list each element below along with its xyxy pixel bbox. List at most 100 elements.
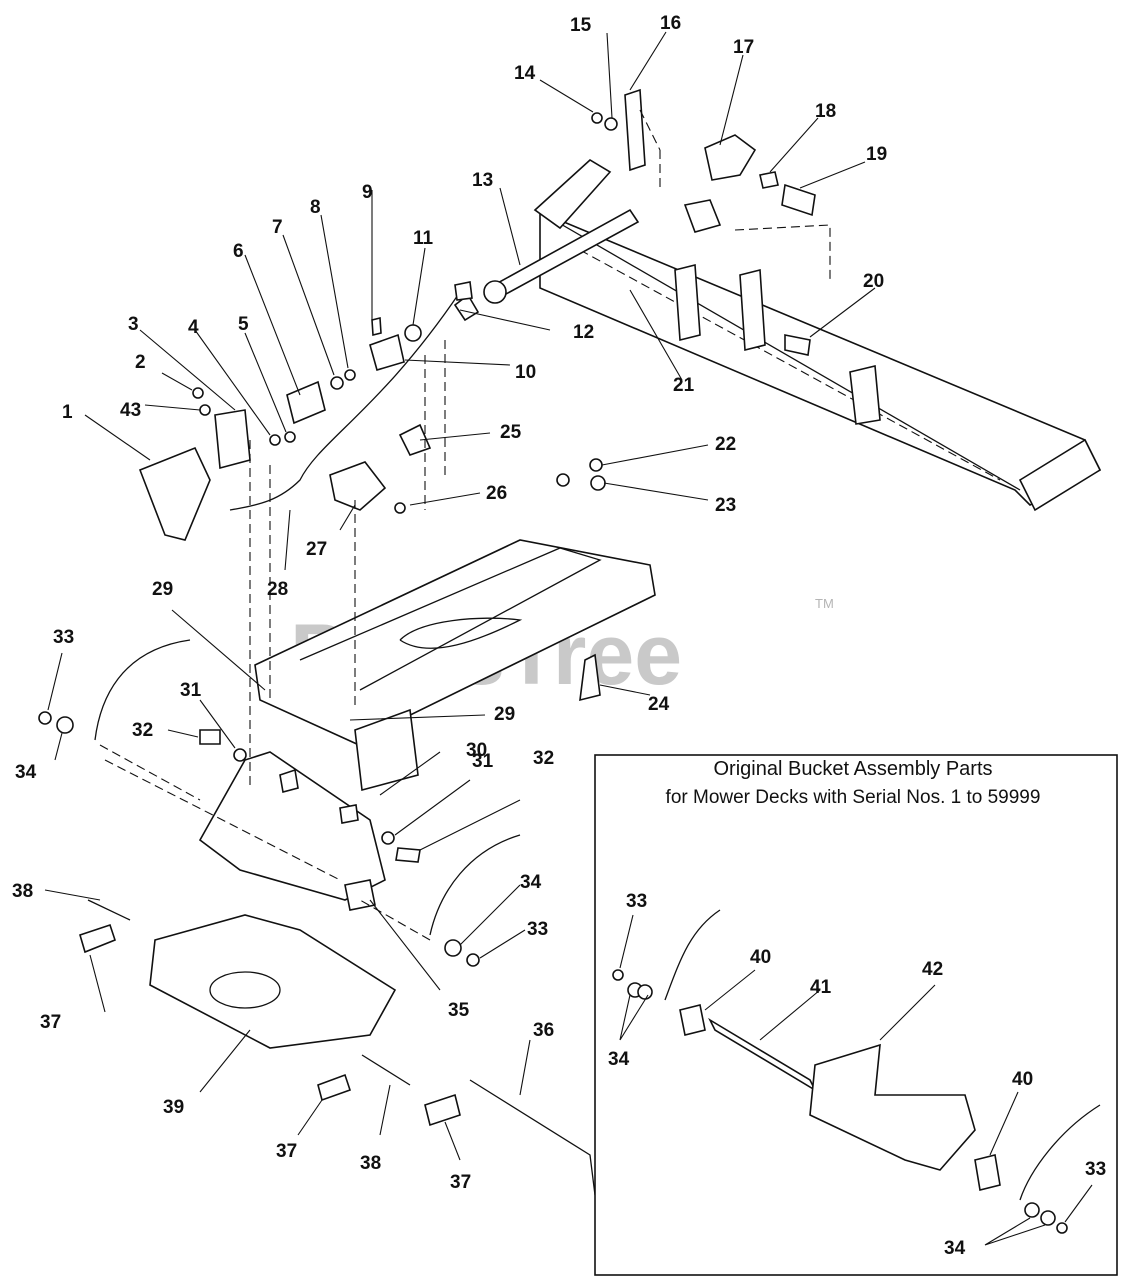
part-34-washer-a (56, 716, 74, 734)
part-11-washer (404, 324, 422, 342)
actuator-assembly (138, 281, 473, 541)
shaft-bracket-2 (739, 268, 766, 352)
callout-11: 11 (413, 228, 434, 249)
shaft-arm-right (1018, 438, 1102, 512)
part-36-rod (469, 1079, 596, 1196)
part-39-bucket (149, 914, 397, 1049)
bucket-bracket (198, 751, 386, 901)
part-21-sleeve (683, 199, 722, 233)
part-27-cover (329, 461, 387, 511)
part-38-pin-a (87, 899, 131, 921)
callout-29-lower: 29 (494, 704, 515, 725)
part-25-clamp (398, 423, 432, 456)
callout-34-inset-b: 34 (944, 1238, 966, 1259)
callout-43: 43 (120, 400, 141, 421)
part-9-pin (371, 316, 382, 337)
part-1-actuator-motor (138, 446, 211, 541)
callout-35: 35 (448, 1000, 470, 1021)
callout-9: 9 (362, 182, 373, 203)
inset-part-33-nut-b (1056, 1222, 1068, 1234)
frame-tab (354, 708, 419, 792)
part-6-coupler (286, 380, 326, 425)
assembly-lines (99, 340, 446, 941)
callout-21: 21 (673, 375, 695, 396)
part-37-clip-a (79, 923, 116, 954)
callout-5: 5 (238, 314, 249, 335)
callout-25: 25 (500, 422, 522, 443)
callout-12: 12 (573, 322, 594, 343)
part-28-wire (229, 291, 461, 511)
part-37-clip-b (317, 1073, 352, 1102)
callout-37-c: 37 (450, 1172, 471, 1193)
callout-7: 7 (272, 217, 283, 238)
inset-part-34-washer-c (1024, 1202, 1040, 1218)
callout-36: 36 (533, 1020, 554, 1041)
callout-40-b: 40 (1012, 1069, 1033, 1090)
part-33-nut-a (38, 711, 52, 725)
shaft-arm-left (533, 159, 612, 230)
callout-34-inset-a: 34 (608, 1049, 630, 1070)
part-2-screw (192, 387, 204, 399)
part-14-nut (591, 112, 603, 124)
callout-37-b: 37 (276, 1141, 297, 1162)
inset-subtitle: for Mower Decks with Serial Nos. 1 to 59… (666, 787, 1041, 808)
frame-nut (556, 473, 570, 487)
callout-32-right: 32 (533, 748, 554, 769)
callout-26: 26 (486, 483, 507, 504)
part-3-bracket (214, 409, 251, 470)
wire-connector (454, 281, 473, 301)
part-19-spacer (781, 183, 816, 217)
callout-22: 22 (715, 434, 736, 455)
part-32-bolt-b (395, 847, 421, 863)
part-4-washer (269, 434, 281, 446)
bucket-assembly (38, 639, 596, 1196)
callout-30: 30 (466, 740, 487, 761)
callout-38-a: 38 (12, 881, 33, 902)
callout-4: 4 (188, 317, 199, 338)
callout-20: 20 (863, 271, 884, 292)
part-8-nut (344, 369, 356, 381)
part-30-spacer-a (279, 768, 299, 793)
part-24-ubolt (579, 653, 601, 702)
callout-31-right: 31 (472, 751, 494, 772)
part-18-pin (759, 171, 779, 189)
callout-34-b: 34 (520, 872, 542, 893)
threaded-rod-assembly (453, 199, 811, 356)
callout-15: 15 (570, 15, 592, 36)
part-26-screw (394, 502, 406, 514)
part-5-screw (284, 431, 296, 443)
inset-part-34-washer-b (637, 984, 653, 1000)
callout-3: 3 (128, 314, 139, 335)
inset-part-42-bracket (809, 1043, 976, 1171)
part-22-nut (589, 458, 603, 472)
inset-part-33-nut (612, 969, 624, 981)
lift-arm-right (429, 834, 521, 936)
leader-lines (44, 31, 1093, 1246)
watermark-trademark: TM (815, 596, 834, 611)
part-16-link (624, 88, 646, 172)
part-38-pin-b (361, 1054, 411, 1086)
callout-40-a: 40 (750, 947, 771, 968)
shaft-bracket-1 (674, 263, 701, 342)
inset-part-34-washer-d (1040, 1210, 1056, 1226)
callout-2: 2 (135, 352, 146, 373)
part-13-head (483, 280, 507, 304)
inset-part-40-spacer (679, 1004, 706, 1036)
callout-24: 24 (648, 694, 670, 715)
part-31-washer-b (381, 831, 395, 845)
callout-19: 19 (866, 144, 887, 165)
part-23-washer (590, 475, 606, 491)
inset-frame (594, 754, 1118, 1276)
part-43-screw (199, 404, 211, 416)
part-30-spacer-b (339, 804, 359, 824)
part-37-clip-c (424, 1093, 461, 1127)
callout-34-a: 34 (15, 762, 37, 783)
callout-labels: 1 2 3 4 5 6 7 8 9 10 11 12 13 14 15 16 1… (12, 13, 1106, 1259)
upper-link-parts (591, 88, 831, 280)
callout-28: 28 (267, 579, 288, 600)
part-20-bolt (784, 334, 811, 356)
callout-23: 23 (715, 495, 736, 516)
callout-1: 1 (62, 402, 73, 423)
callout-33-b: 33 (527, 919, 548, 940)
part-33-nut-b (466, 953, 480, 967)
